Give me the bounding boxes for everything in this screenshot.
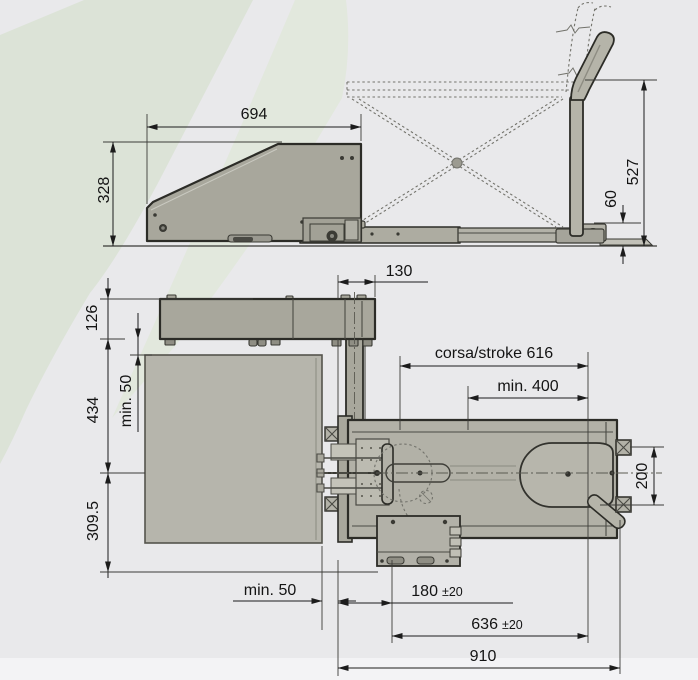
- fork-assembly-plan: [316, 415, 662, 567]
- pusher-plate: [381, 443, 394, 505]
- handle-shaft: [569, 95, 584, 237]
- machine-bar-body: [158, 297, 377, 341]
- dim-min50-upper-label: min. 50: [118, 375, 135, 428]
- dim-694-label: 694: [241, 106, 268, 123]
- side-view: 694 328 527 60: [96, 2, 657, 264]
- dim-min400: min. 400: [467, 378, 589, 430]
- dim-180: 180±20: [337, 560, 513, 676]
- pallet-plan: [144, 354, 323, 544]
- dim-left-chain: 126 434 309.5: [84, 278, 378, 578]
- steering-handle-plan: [586, 494, 626, 530]
- dim-180-label: 180±20: [411, 583, 463, 600]
- dim-60-label: 60: [603, 190, 620, 208]
- dim-min50-side: min. 50: [233, 546, 356, 630]
- dim-434-label: 434: [85, 397, 102, 424]
- dim-328-label: 328: [96, 177, 113, 204]
- dim-126-label: 126: [84, 305, 101, 332]
- plan-view: 130 126 434 309.5 min. 50: [84, 263, 664, 676]
- bottom-band: [0, 658, 698, 680]
- base-plate-plan: [376, 515, 462, 567]
- machine-bar-plan: [158, 294, 377, 347]
- bolt-dots: [361, 447, 381, 497]
- dim-200-label: 200: [634, 463, 651, 490]
- break-mark: [555, 24, 591, 34]
- dim-min50-side-label: min. 50: [244, 582, 297, 599]
- dim-910: 910: [337, 520, 621, 674]
- dim-min50-upper: min. 50: [118, 313, 152, 432]
- scissor-lift-dashed: [346, 81, 588, 228]
- dim-910-label: 910: [470, 648, 497, 665]
- swoosh-leaf-main: [0, 0, 253, 464]
- dim-636: 636±20: [391, 616, 589, 639]
- dim-130-label: 130: [386, 263, 413, 280]
- machine-body-side: [145, 142, 363, 243]
- dim-130: 130: [337, 263, 428, 416]
- dim-60: 60: [594, 190, 641, 264]
- dim-corsa-stroke: corsa/stroke 616: [399, 345, 589, 643]
- dim-corsa-label: corsa/stroke 616: [435, 345, 553, 362]
- dim-527-label: 527: [625, 159, 642, 186]
- dim-328: 328: [96, 141, 282, 247]
- dim-min400-label: min. 400: [497, 378, 558, 395]
- dim-200: 200: [600, 446, 664, 506]
- dim-694: 694: [146, 106, 362, 204]
- dim-309_5-label: 309.5: [85, 501, 102, 541]
- dim-636-label: 636±20: [471, 616, 523, 633]
- dim-527: 527: [585, 79, 657, 247]
